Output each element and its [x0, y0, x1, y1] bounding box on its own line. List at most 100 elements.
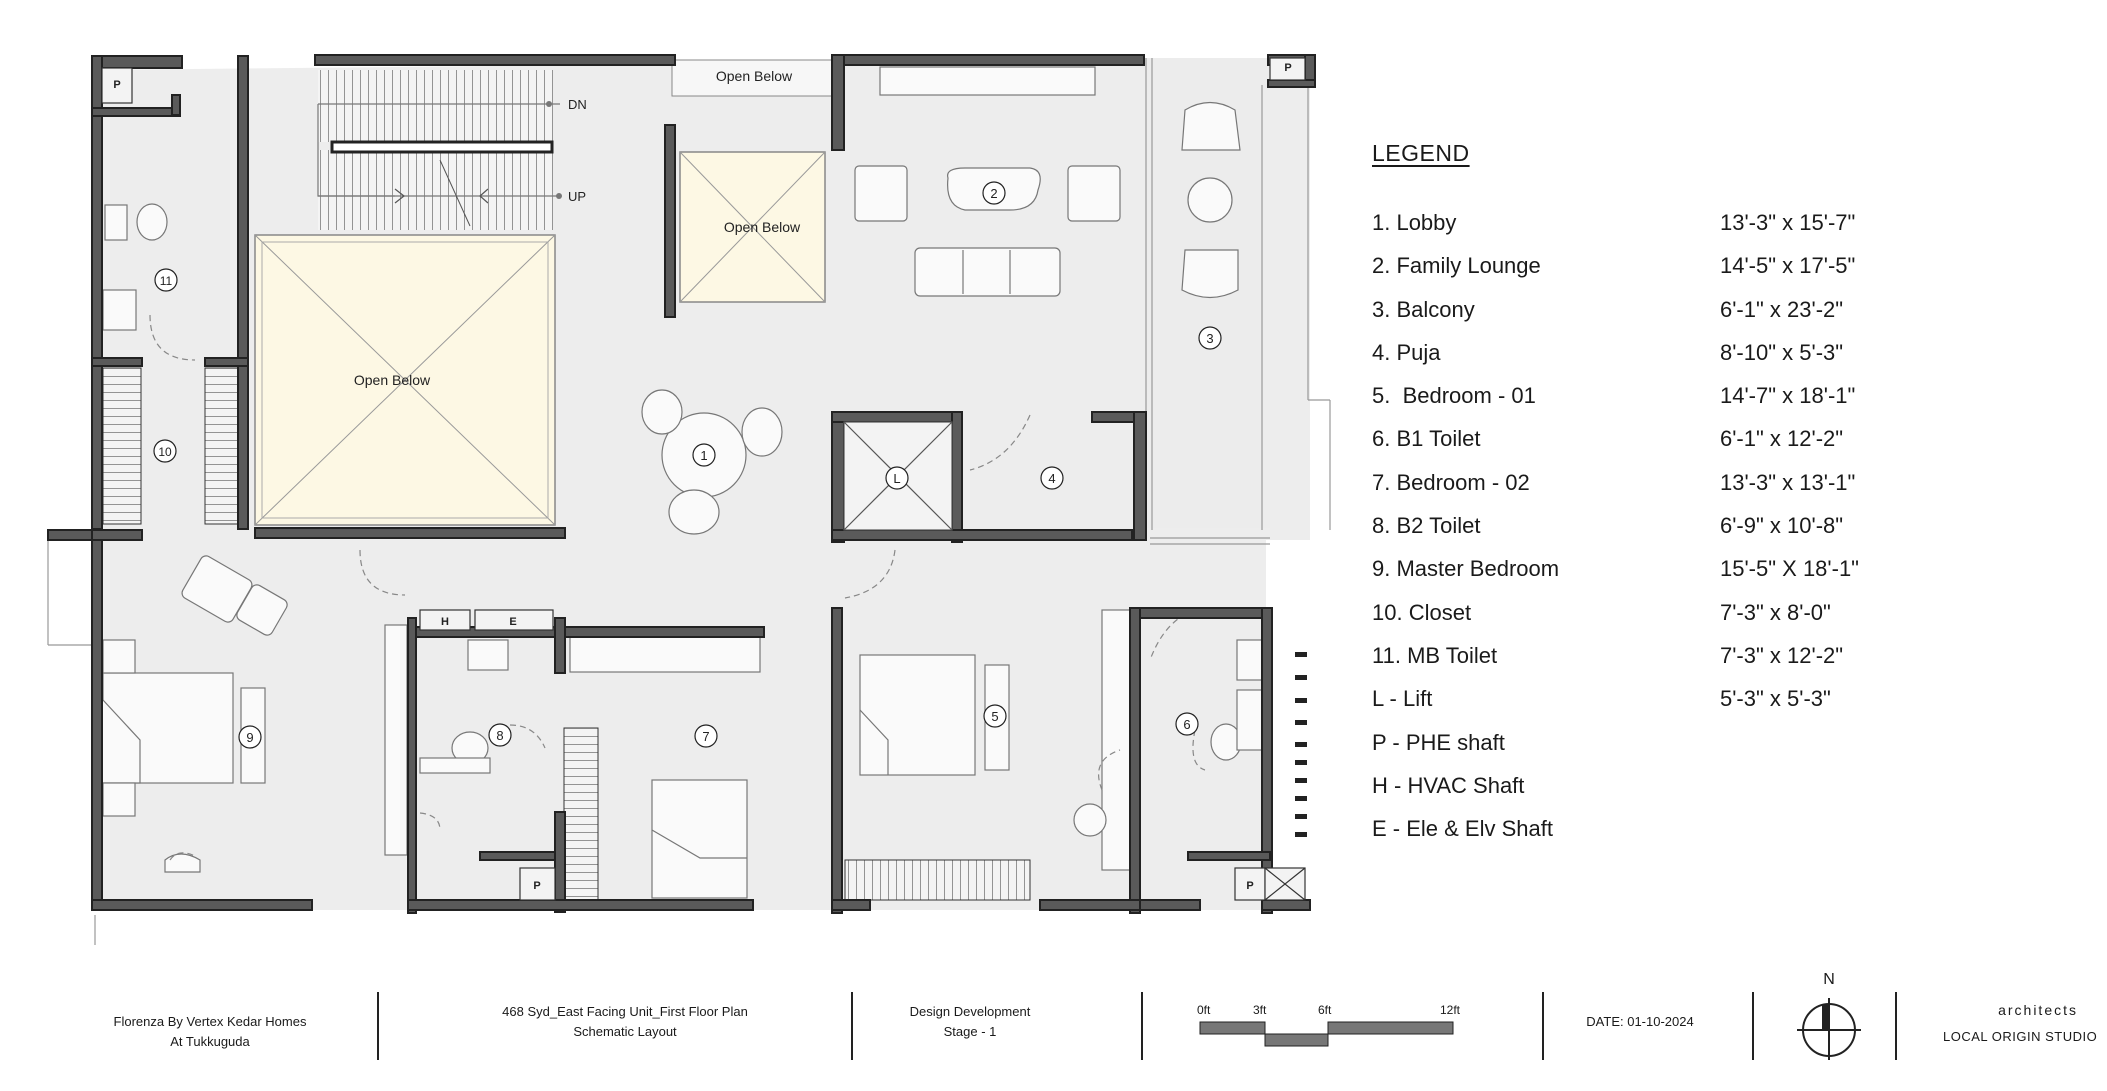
lift-marker: L: [893, 471, 900, 486]
legend-row: L - Lift 5'-3" x 5'-3": [1372, 686, 2012, 729]
legend-dimension: 6'-1" x 12'-2": [1720, 426, 1844, 452]
legend-label: 11. MB Toilet: [1372, 642, 1498, 668]
legend-dimension: 14'-5" x 17'-5": [1720, 253, 1856, 279]
room-number-5: 5: [991, 709, 998, 724]
legend-row: H - HVAC Shaft: [1372, 773, 2012, 816]
room-number-6: 6: [1183, 717, 1190, 732]
label-hvac: H: [441, 616, 449, 628]
label-phe-b1: P: [1246, 880, 1253, 892]
legend-row: 7. Bedroom - 02 13'-3" x 13'-1": [1372, 470, 2012, 513]
stage-line-1: Design Development: [909, 1004, 1031, 1019]
walls: [47, 54, 1316, 914]
legend-dimension: 5'-3" x 5'-3": [1720, 686, 1831, 712]
project-name: Florenza By Vertex Kedar Homes At Tukkug…: [60, 1012, 360, 1052]
legend-dimension: 14'-7" x 18'-1": [1720, 383, 1856, 409]
drawing-line-1: 468 Syd_East Facing Unit_First Floor Pla…: [502, 1004, 748, 1019]
title-divider: [1542, 992, 1544, 1060]
project-line-1: Florenza By Vertex Kedar Homes: [113, 1014, 307, 1029]
label-elec: E: [509, 616, 516, 628]
legend-label: 9. Master Bedroom: [1372, 556, 1560, 582]
closet-shelves: [102, 367, 1031, 909]
title-divider: [377, 992, 379, 1060]
legend-label: 4. Puja: [1372, 339, 1441, 365]
legend-row: 11. MB Toilet 7'-3" x 12'-2": [1372, 643, 2012, 686]
legend-panel: LEGEND 1. Lobby 13'-3" x 15'-7" 2. Family …: [1372, 140, 2012, 859]
title-divider: [1895, 992, 1897, 1060]
room-number-1: 1: [700, 448, 707, 463]
legend-label: 1. Lobby: [1372, 210, 1457, 235]
legend-row: 6. B1 Toilet 6'-1" x 12'-2": [1372, 426, 2012, 469]
label-open-below-small: Open Below: [724, 219, 801, 235]
legend-row: 5. Bedroom - 01 14'-7" x 18'-1": [1372, 383, 2012, 426]
legend-dimension: 6'-1" x 23'-2": [1720, 296, 1844, 322]
date-stamp: DATE: 01-10-2024: [1586, 1014, 1694, 1029]
legend-label: 6. B1 Toilet: [1372, 426, 1481, 452]
legend-row: 8. B2 Toilet 6'-9" x 10'-8": [1372, 513, 2012, 556]
legend-row: 9. Master Bedroom 15'-5" X 18'-1": [1372, 556, 2012, 599]
room-number-8: 8: [496, 728, 503, 743]
legend-dimension: 7'-3" x 12'-2": [1720, 642, 1844, 668]
room-markers: [153, 181, 1222, 749]
label-phe-top-left: P: [113, 79, 120, 91]
label-stair-up: UP: [568, 189, 586, 204]
legend-dimension: 13'-3" x 13'-1": [1720, 469, 1856, 495]
room-number-4: 4: [1048, 471, 1055, 486]
label-open-below-top: Open Below: [716, 68, 793, 84]
legend-dimension: 13'-3" x 15'-7": [1720, 210, 1856, 235]
legend-dimension: 7'-3" x 8'-0": [1720, 599, 1831, 625]
scale-label-6: 6ft: [1318, 1003, 1332, 1017]
staircase: [317, 70, 562, 230]
legend-row: 3. Balcony 6'-1" x 23'-2": [1372, 297, 2012, 340]
legend-label: 10. Closet: [1372, 599, 1472, 625]
title-divider: [851, 992, 853, 1060]
label-stair-dn: DN: [568, 97, 587, 112]
room-number-11: 11: [160, 274, 173, 288]
legend-dimension: 8'-10" x 5'-3": [1720, 339, 1844, 365]
room-number-9: 9: [246, 730, 253, 745]
north-label: N: [1823, 971, 1835, 988]
top-void: [671, 59, 833, 97]
stage-line-2: Stage - 1: [943, 1024, 997, 1039]
room-number-2: 2: [990, 186, 997, 201]
label-phe-b2: P: [533, 880, 540, 892]
shafts: [101, 57, 1306, 901]
room-marker-numbers: 1 2 3 4 5 6 7 8 9 10 11 L: [158, 186, 1213, 745]
legend-row: P - PHE shaft: [1372, 730, 2012, 773]
legend-row: 1. Lobby 13'-3" x 15'-7": [1372, 210, 2012, 253]
legend-row: 4. Puja 8'-10" x 5'-3": [1372, 340, 2012, 383]
room-number-3: 3: [1206, 331, 1213, 346]
legend-label: 2. Family Lounge: [1372, 253, 1541, 279]
legend-label: H - HVAC Shaft: [1372, 772, 1525, 798]
east-vents: [1295, 652, 1307, 837]
legend-label: P - PHE shaft: [1372, 729, 1505, 755]
legend-dimension: 15'-5" X 18'-1": [1720, 556, 1859, 582]
project-line-2: At Tukkuguda: [170, 1034, 250, 1049]
legend-title: LEGEND: [1372, 140, 1470, 166]
furniture: [102, 66, 1268, 899]
title-divider: [1141, 992, 1143, 1060]
legend-label: 3. Balcony: [1372, 296, 1475, 322]
drawing-title: 468 Syd_East Facing Unit_First Floor Pla…: [420, 1002, 830, 1042]
title-block-graphics: [1199, 998, 1861, 1060]
stage-info: Design Development Stage - 1: [870, 1002, 1070, 1042]
legend-label: 5. Bedroom - 01: [1372, 383, 1536, 409]
legend-row: 10. Closet 7'-3" x 8'-0": [1372, 600, 2012, 643]
label-open-below-stair: Open Below: [354, 372, 431, 388]
label-phe-top-right: P: [1284, 62, 1291, 74]
firm-name: LOCAL ORIGIN STUDIO: [1943, 1029, 2098, 1044]
open-below-voids: [254, 59, 833, 526]
legend-label: L - Lift: [1372, 686, 1433, 712]
drawing-line-2: Schematic Layout: [573, 1024, 677, 1039]
legend-label: E - Ele & Elv Shaft: [1372, 816, 1553, 842]
legend-dimension: 6'-9" x 10'-8": [1720, 513, 1844, 539]
scale-label-3: 3ft: [1253, 1003, 1267, 1017]
room-number-10: 10: [158, 445, 172, 459]
title-divider: [1752, 992, 1754, 1060]
scale-label-12: 12ft: [1440, 1003, 1461, 1017]
scale-label-0: 0ft: [1197, 1003, 1211, 1017]
legend-row: 2. Family Lounge 14'-5" x 17'-5": [1372, 253, 2012, 296]
legend-label: 7. Bedroom - 02: [1372, 469, 1530, 495]
legend-label: 8. B2 Toilet: [1372, 513, 1481, 539]
